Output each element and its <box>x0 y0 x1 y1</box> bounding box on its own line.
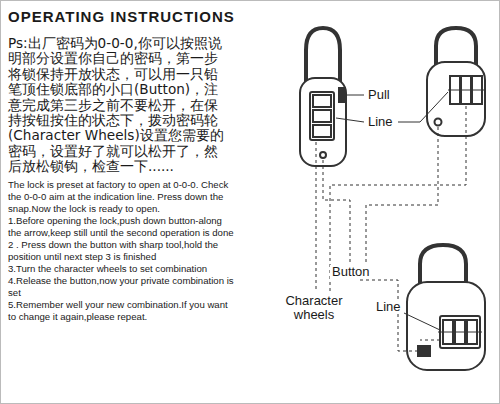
part-label: Button <box>330 265 372 279</box>
instruction-step: 2 . Press down the button with sharp too… <box>8 239 236 263</box>
instruction-step: 3.Turn the character wheels to set combi… <box>8 263 236 275</box>
title-heading: OPERATING INSTRUCTIONS <box>8 6 234 28</box>
instruction-step: 5.Remember well your new combination.If … <box>8 299 236 323</box>
part-label: Pull <box>366 88 392 102</box>
part-label: Character wheels <box>276 294 352 322</box>
instruction-step: 4.Release the button,now your private co… <box>8 275 236 299</box>
chinese-note: Ps:出厂密码为0-0-0,你可以按照说明部分设置你自己的密码，第一步将锁保持开… <box>8 36 228 175</box>
part-label: Line <box>366 115 395 129</box>
instruction-step: 1.Before opening the lock,push down butt… <box>8 215 236 239</box>
instruction-text: The lock is preset at factory to open at… <box>8 179 236 215</box>
instruction-column: OPERATING INSTRUCTIONS Ps:出厂密码为0-0-0,你可以按… <box>8 6 234 323</box>
part-label: Line <box>374 300 403 314</box>
